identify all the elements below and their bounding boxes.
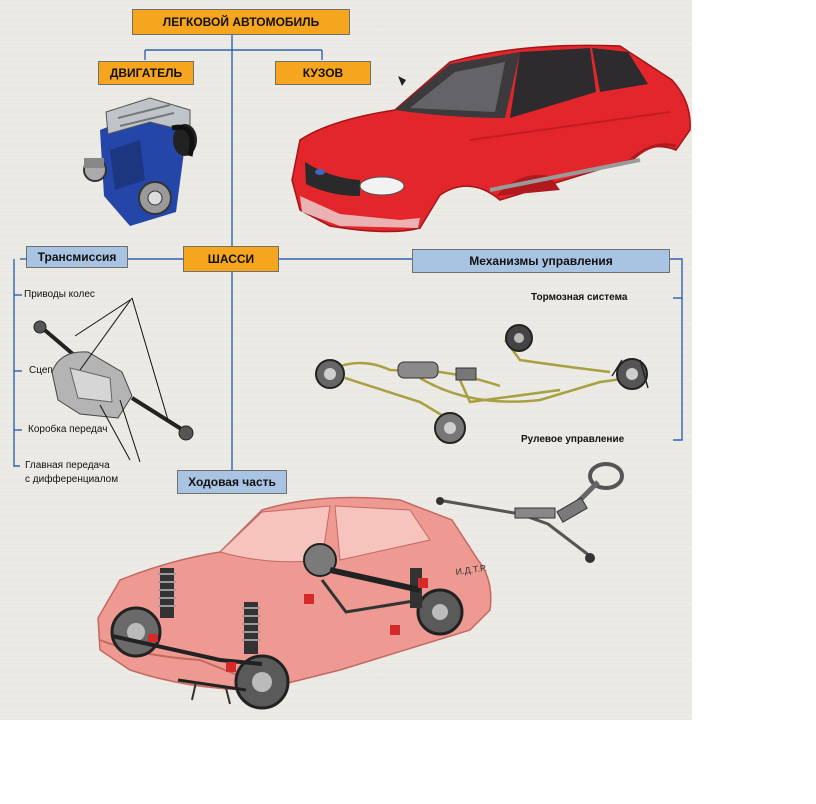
label-differential: с дифференциалом (25, 474, 119, 485)
controls-box-label: Механизмы управления (469, 254, 613, 268)
label-wheel-drives: Приводы колес (24, 289, 95, 300)
label-steering: Рулевое управление (521, 434, 625, 445)
chassis-box-label: ШАССИ (207, 252, 255, 266)
car-box: ЛЕГКОВОЙ АВТОМОБИЛЬ (132, 9, 350, 35)
body-box-label: КУЗОВ (302, 66, 344, 80)
engine-box: ДВИГАТЕЛЬ (98, 61, 194, 85)
label-gearbox: Коробка передач (28, 424, 108, 435)
body-box: КУЗОВ (275, 61, 371, 85)
running-gear-box-label: Ходовая часть (188, 475, 276, 489)
engine-box-label: ДВИГАТЕЛЬ (109, 66, 183, 80)
watermark-text: И.Д.Т.Р. (455, 563, 487, 577)
transmission-box: Трансмиссия (26, 246, 128, 268)
label-final-drive: Главная передача (25, 460, 110, 471)
chassis-box: ШАССИ (183, 246, 279, 272)
running-gear-box: Ходовая часть (177, 470, 287, 494)
transmission-box-label: Трансмиссия (37, 250, 117, 264)
car-box-label: ЛЕГКОВОЙ АВТОМОБИЛЬ (162, 15, 320, 29)
controls-box: Механизмы управления (412, 249, 670, 273)
label-brake-system: Тормозная система (531, 292, 628, 303)
